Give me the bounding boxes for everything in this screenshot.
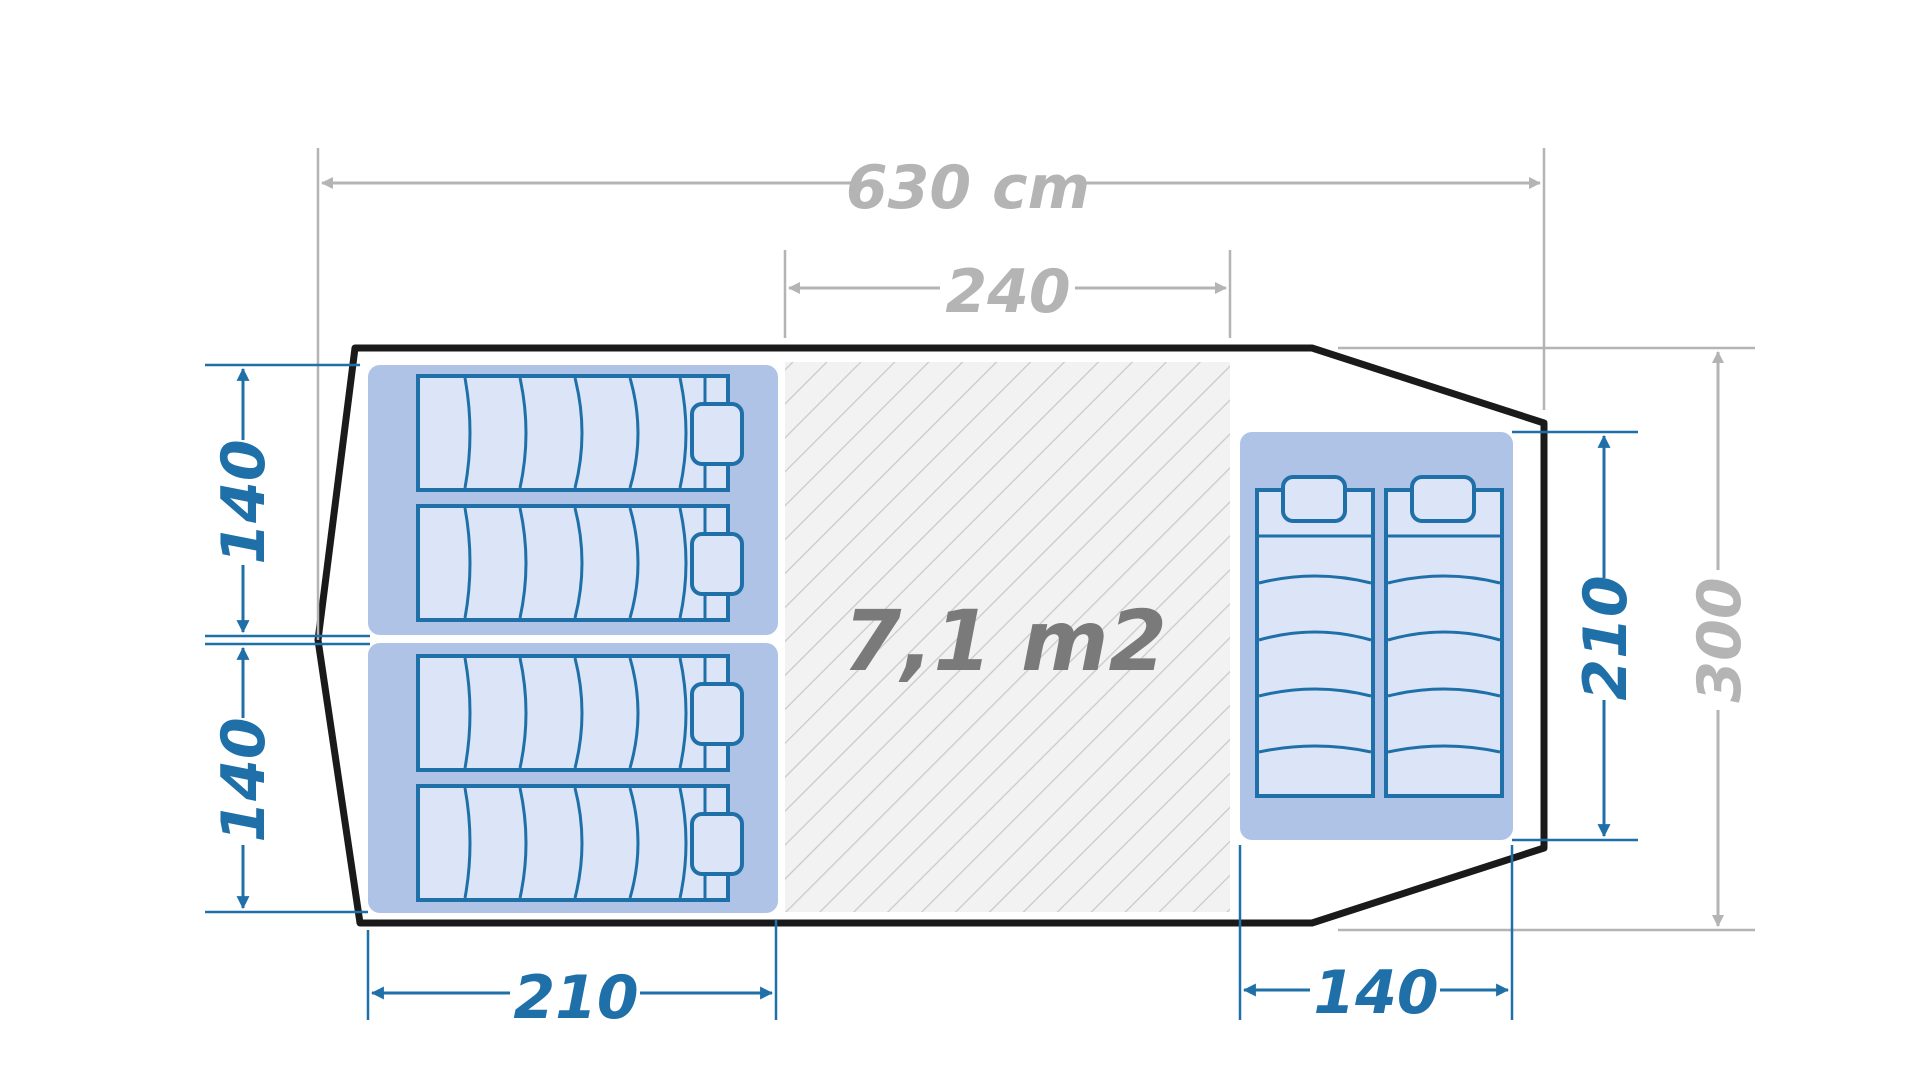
living-area: 7,1 m2: [785, 362, 1230, 912]
left-bedroom-bottom: [368, 643, 778, 913]
left-room-width-1-label: 140: [209, 439, 279, 564]
pillow-icon: [1281, 475, 1347, 523]
right-room-depth-label: 210: [1571, 575, 1641, 700]
left-room-depth-dimension: 210: [366, 920, 778, 1033]
living-length-dimension: 240: [783, 250, 1232, 338]
sleeping-bag-icon: [416, 784, 744, 902]
left-room-depth-label: 210: [513, 963, 638, 1033]
sleeping-bag-icon: [416, 374, 744, 492]
living-area-label: 7,1 m2: [843, 592, 1167, 690]
right-bedroom: [1240, 432, 1513, 840]
sleeping-bag-icon: [416, 654, 744, 772]
overall-length-label: 630 cm: [846, 153, 1090, 223]
right-room-width-dimension: 140: [1238, 845, 1514, 1028]
left-room-width-2-label: 140: [209, 717, 279, 842]
pillow-icon: [690, 682, 744, 746]
left-bedroom-top: [368, 365, 778, 635]
overall-length-dimension: 630 cm: [316, 148, 1546, 640]
left-room-width-1-dimension: 140: [205, 363, 370, 638]
pillow-icon: [690, 812, 744, 876]
living-length-label: 240: [945, 257, 1070, 327]
sleeping-bag-icon: [1255, 475, 1375, 798]
overall-width-dimension: 300: [1338, 346, 1755, 932]
sleeping-bag-icon: [1384, 475, 1504, 798]
sleeping-bag-icon: [416, 504, 744, 622]
living-area-hatch: [785, 362, 1230, 912]
pillow-icon: [690, 532, 744, 596]
left-room-width-2-dimension: 140: [205, 642, 370, 914]
overall-width-label: 300: [1685, 577, 1755, 702]
right-room-width-label: 140: [1313, 958, 1438, 1028]
pillow-icon: [690, 402, 744, 466]
right-room-depth-dimension: 210: [1512, 430, 1641, 842]
pillow-icon: [1410, 475, 1476, 523]
